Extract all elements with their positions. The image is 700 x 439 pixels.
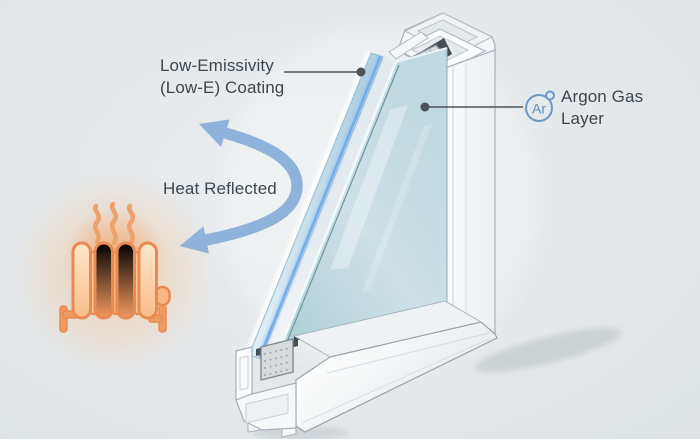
low-e-label-line2: (Low-E) Coating: [160, 78, 285, 97]
heat-waves-icon: [92, 201, 136, 246]
glass-pane-outer: [244, 51, 384, 360]
leader-line-argon: [420, 102, 523, 112]
argon-gap: [261, 56, 396, 368]
glass-pane-inner: [270, 47, 448, 370]
low-e-label-line1: Low-Emissivity: [160, 56, 274, 75]
argon-symbol: Ar: [532, 101, 546, 117]
top-frame-flange: [388, 31, 429, 60]
heat-reflected-text: Heat Reflected: [163, 179, 277, 198]
argon-label-line2: Layer: [561, 109, 605, 128]
reflection-arrow-icon: [179, 119, 303, 254]
radiator-icon: [59, 241, 171, 333]
argon-label-line1: Argon Gas: [561, 87, 644, 106]
argon-label: Argon Gas Layer: [561, 86, 643, 130]
heat-reflected-label: Heat Reflected: [163, 178, 277, 200]
leader-line-low-e: [284, 67, 366, 77]
argon-gas-icon: Ar: [525, 90, 555, 122]
low-e-label: Low-Emissivity (Low-E) Coating: [160, 55, 284, 99]
window-cross-section: [235, 12, 498, 438]
bottom-sill: [235, 300, 498, 438]
